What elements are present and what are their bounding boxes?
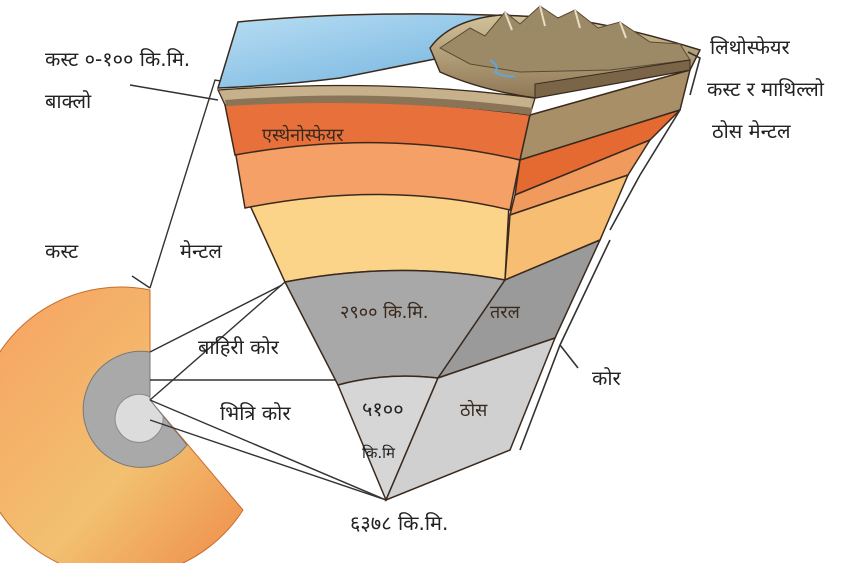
label-solid: ठोस [460,399,488,421]
braces [519,51,701,451]
label-lithosphere-3: ठोस मेन्टल [712,119,791,143]
label-crust: कस्ट [45,239,79,263]
label-depth-5100-unit: कि.मि [362,444,396,462]
label-depth-5100: ५१०० [362,397,404,421]
label-liquid: तरल [490,302,521,323]
land-side-face [534,59,691,99]
label-crust-depth: कस्ट ०-१०० कि.मि. [45,47,190,71]
earth-cross-section [0,286,244,563]
labels: कस्ट ०-१०० कि.मि. बाक्लो कस्ट मेन्टल बाह… [45,35,825,535]
brace-core-tick [559,344,579,369]
label-lithosphere-1: लिथोस्फेयर [710,35,790,59]
label-inner-core: भित्रि कोर [220,401,291,425]
label-outer-core: बाहिरी कोर [198,335,280,359]
label-core: कोर [592,366,622,390]
river [489,59,516,78]
leader-lines [129,79,387,501]
label-depth-2900: २९०० कि.मि. [340,301,429,323]
label-mantle: मेन्टल [180,239,222,263]
cross-section-inner-core [114,393,164,443]
side-inner-core [384,336,557,502]
wedge-upper-mantle-strip [225,95,533,115]
label-asthenosphere: एस्थेनोस्फेयर [262,124,344,146]
brace-lithosphere [687,51,701,96]
earth-wedge [217,68,692,502]
label-lithosphere-2: कस्ट र माथिल्लो [707,77,825,101]
earth-surface [216,5,702,99]
mountain-highlights [504,5,627,39]
mountains [439,5,691,73]
label-depth-6378: ६३७८ कि.मि. [350,511,448,535]
label-thickness: बाक्लो [45,89,92,113]
brace-mantle [609,109,681,231]
